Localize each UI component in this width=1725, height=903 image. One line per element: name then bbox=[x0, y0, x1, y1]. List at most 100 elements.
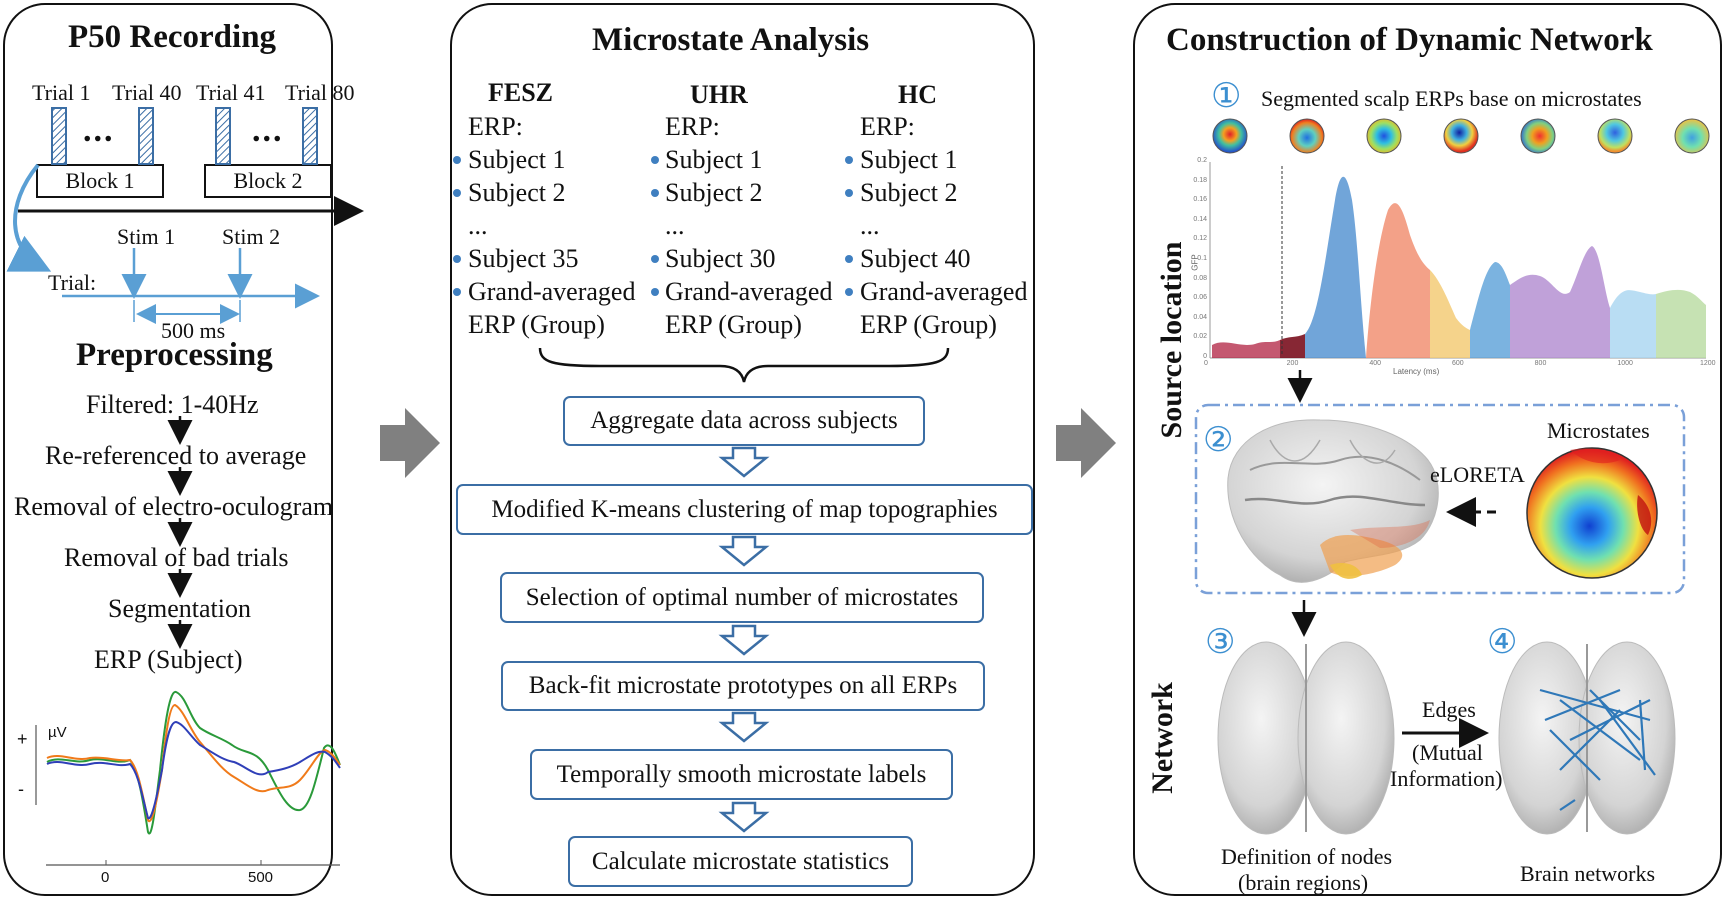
gfp-ytick: 0.08 bbox=[1193, 274, 1207, 282]
trial-41-label: Trial 41 bbox=[196, 80, 266, 105]
fesz-bullet-3 bbox=[453, 255, 461, 263]
stim-1-label: Stim 1 bbox=[117, 224, 176, 249]
step-aggregate-label: Aggregate data across subjects bbox=[590, 407, 898, 434]
source-location-box bbox=[1194, 403, 1686, 595]
hc-item-group: ERP (Group) bbox=[860, 310, 997, 339]
gfp-xtick: 200 bbox=[1286, 360, 1299, 367]
erp-xtick-500: 500 bbox=[248, 869, 274, 886]
edges-label: Edges bbox=[1422, 697, 1476, 722]
topomap-1 bbox=[1212, 118, 1248, 154]
nodes-caption-line1: Definition of nodes bbox=[1221, 844, 1393, 869]
prep-step-segmentation: Segmentation bbox=[108, 594, 251, 623]
segment-topomaps bbox=[1212, 118, 1710, 154]
gfp-segment-1 bbox=[1212, 340, 1280, 358]
gfp-ytick: 0.04 bbox=[1193, 313, 1207, 321]
fesz-item-ellipsis: ... bbox=[468, 211, 488, 240]
step-arrow-3 bbox=[718, 624, 770, 656]
uhr-bullet-2 bbox=[651, 189, 659, 197]
hc-bullet-4 bbox=[845, 288, 853, 296]
prep-step-reref: Re-referenced to average bbox=[45, 441, 307, 470]
step-1-number: ① bbox=[1211, 78, 1242, 115]
hc-bullet-3 bbox=[845, 255, 853, 263]
topomap-4 bbox=[1443, 118, 1479, 154]
prep-step-eog: Removal of electro-oculogram bbox=[14, 492, 334, 521]
gfp-ytick: 0 bbox=[1203, 353, 1207, 360]
gfp-ytick: 0.12 bbox=[1193, 235, 1207, 243]
fesz-bullet-2 bbox=[453, 189, 461, 197]
preprocessing-title: Preprocessing bbox=[76, 337, 273, 373]
step-kmeans-box: Modified K-means clustering of map topog… bbox=[456, 484, 1033, 535]
hc-item-1: Subject 1 bbox=[860, 145, 958, 174]
step-arrow-4 bbox=[718, 711, 770, 743]
block-1-label: Block 1 bbox=[65, 168, 135, 193]
zoom-curved-arrow bbox=[6, 163, 52, 272]
step-4-number: ④ bbox=[1487, 624, 1518, 661]
step-selection-box: Selection of optimal number of microstat… bbox=[500, 572, 984, 623]
fesz-item-2: Subject 2 bbox=[468, 178, 566, 207]
gfp-xtick: 1200 bbox=[1700, 360, 1716, 367]
nodes-caption-line2: (brain regions) bbox=[1238, 870, 1369, 895]
erp-ylabel: µV bbox=[48, 724, 67, 741]
step-backfit-label: Back-fit microstate prototypes on all ER… bbox=[528, 672, 958, 699]
uhr-item-ellipsis: ... bbox=[665, 211, 685, 240]
stim-2-label: Stim 2 bbox=[222, 224, 281, 249]
step-smooth-label: Temporally smooth microstate labels bbox=[556, 760, 927, 788]
panel-arrow-2 bbox=[1056, 408, 1116, 478]
trial-timeline-label: Trial: bbox=[48, 270, 97, 295]
gfp-ytick: 0.02 bbox=[1193, 333, 1207, 341]
step-backfit-box: Back-fit microstate prototypes on all ER… bbox=[501, 661, 985, 711]
group-uhr-name: UHR bbox=[690, 80, 748, 109]
gfp-xtick: 0 bbox=[1204, 360, 1208, 367]
hc-bullet-1 bbox=[845, 156, 853, 164]
interval-label: 500 ms bbox=[161, 318, 226, 343]
prep-step-filter: Filtered: 1-40Hz bbox=[86, 390, 259, 419]
step-arrow-2 bbox=[718, 535, 770, 567]
gfp-segment-6 bbox=[1470, 262, 1510, 358]
networks-caption: Brain networks bbox=[1520, 861, 1656, 886]
step-2-number: ② bbox=[1203, 422, 1234, 459]
uhr-item-2: Subject 2 bbox=[665, 178, 763, 207]
step-aggregate-box: Aggregate data across subjects bbox=[563, 396, 925, 446]
group-uhr-erp: ERP: bbox=[665, 112, 720, 141]
topomap-5 bbox=[1520, 118, 1556, 154]
topomap-3 bbox=[1366, 118, 1402, 154]
prep-step-bad-trials: Removal of bad trials bbox=[64, 543, 289, 572]
gfp-ytick: 0.06 bbox=[1193, 294, 1207, 302]
uhr-bullet-3 bbox=[651, 255, 659, 263]
mutual-info-line2: Information) bbox=[1390, 766, 1503, 791]
fesz-item-group: ERP (Group) bbox=[468, 310, 605, 339]
nodes-brain-image bbox=[1217, 641, 1395, 835]
hc-bullet-2 bbox=[845, 189, 853, 197]
mutual-info-line1: (Mutual bbox=[1412, 740, 1483, 765]
hc-item-2: Subject 2 bbox=[860, 178, 958, 207]
step-1-label: Segmented scalp ERPs base on microstates bbox=[1261, 86, 1642, 111]
hc-item-ellipsis: ... bbox=[860, 211, 880, 240]
hc-item-grand: Grand-averaged bbox=[860, 277, 1028, 306]
uhr-item-group: ERP (Group) bbox=[665, 310, 802, 339]
microstate-topomap bbox=[1526, 447, 1658, 579]
microstates-label: Microstates bbox=[1547, 418, 1650, 443]
block-1-box: Block 1 bbox=[36, 164, 164, 198]
group-fesz-erp: ERP: bbox=[468, 112, 523, 141]
lateral-brain-image bbox=[1227, 419, 1439, 583]
fesz-bullet-4 bbox=[453, 288, 461, 296]
gfp-ytick: 0.14 bbox=[1193, 215, 1207, 223]
gfp-segment-8 bbox=[1610, 290, 1656, 358]
step-selection-label: Selection of optimal number of microstat… bbox=[525, 583, 959, 611]
trial-dots-2: ... bbox=[252, 112, 284, 149]
trial-80-bar bbox=[302, 107, 318, 165]
uhr-item-1: Subject 1 bbox=[665, 145, 763, 174]
step-smooth-box: Temporally smooth microstate labels bbox=[530, 749, 953, 800]
block-2-box: Block 2 bbox=[204, 164, 332, 198]
erp-wave-orange bbox=[46, 703, 341, 823]
network-brain-image bbox=[1498, 641, 1676, 835]
gfp-segment-4 bbox=[1366, 203, 1430, 358]
gfp-segment-5 bbox=[1430, 270, 1470, 358]
fesz-item-1: Subject 1 bbox=[468, 145, 566, 174]
step-arrow-1 bbox=[718, 446, 770, 478]
gfp-ytick: 0.1 bbox=[1197, 255, 1207, 262]
